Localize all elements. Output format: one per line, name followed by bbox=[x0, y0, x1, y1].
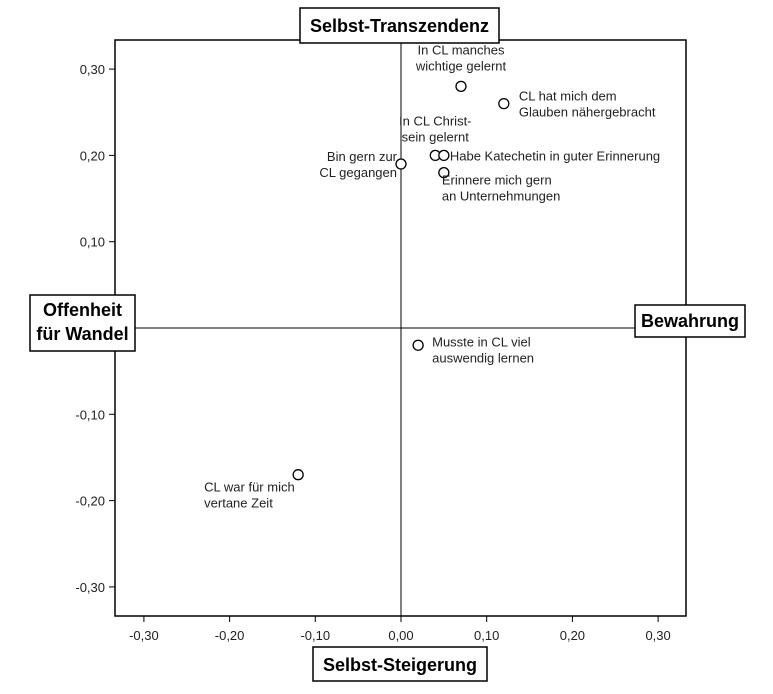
pole-left-box bbox=[29, 294, 136, 352]
axes-layer bbox=[115, 40, 686, 616]
point-label: sein gelernt bbox=[402, 129, 470, 144]
x-tick-label: -0,20 bbox=[215, 628, 245, 643]
point-label: CL hat mich dem bbox=[519, 89, 617, 104]
data-point bbox=[498, 97, 510, 110]
point-label: auswendig lernen bbox=[432, 350, 534, 365]
y-tick-label: -0,20 bbox=[75, 494, 105, 509]
point-label: In CL manches bbox=[418, 42, 505, 57]
point-label: In CL Christ- bbox=[399, 113, 471, 128]
x-tick-label: 0,00 bbox=[388, 628, 413, 643]
x-tick-label: 0,30 bbox=[645, 628, 670, 643]
points-layer bbox=[292, 80, 510, 481]
x-tick-label: 0,20 bbox=[560, 628, 585, 643]
pole-left-label: für Wandel bbox=[36, 324, 128, 344]
data-point bbox=[438, 149, 450, 162]
x-tick-label: -0,30 bbox=[129, 628, 159, 643]
point-label: CL gegangen bbox=[319, 165, 397, 180]
point-label: Glauben nähergebracht bbox=[519, 105, 656, 120]
point-label: an Unternehmungen bbox=[442, 189, 561, 204]
ticks-layer: -0,30 -0,20 -0,10 0,00 0,10 0,20 0,30 -0,30 -0,2… bbox=[75, 62, 670, 643]
pole-top-box bbox=[299, 7, 500, 44]
x-tick-label: 0,10 bbox=[474, 628, 499, 643]
y-tick-label: 0,10 bbox=[80, 235, 105, 250]
y-tick-label: 0,30 bbox=[80, 62, 105, 77]
data-point bbox=[455, 80, 467, 93]
pole-right-box bbox=[634, 304, 746, 338]
data-point bbox=[395, 158, 407, 170]
data-point bbox=[412, 339, 424, 351]
pole-bottom-label: Selbst-Steigerung bbox=[323, 655, 477, 675]
point-label: wichtige gelernt bbox=[415, 58, 507, 73]
point-label: Musste in CL viel bbox=[432, 334, 531, 349]
point-label: Bin gern zur bbox=[327, 149, 398, 164]
x-tick-label: -0,10 bbox=[300, 628, 330, 643]
point-label: Erinnere mich gern bbox=[442, 173, 552, 188]
data-point bbox=[292, 469, 304, 481]
y-tick-label: 0,20 bbox=[80, 148, 105, 163]
data-point bbox=[438, 167, 450, 179]
pole-top-label: Selbst-Transzendenz bbox=[310, 16, 489, 36]
pole-right-label: Bewahrung bbox=[641, 311, 739, 331]
point-label: CL war für mich bbox=[204, 480, 295, 495]
pole-left-label: Offenheit bbox=[43, 300, 122, 320]
point-label: Habe Katechetin in guter Erinnerung bbox=[450, 148, 660, 163]
y-tick-label: -0,10 bbox=[75, 407, 105, 422]
pole-bottom-box bbox=[312, 646, 488, 682]
y-tick-label: -0,30 bbox=[75, 580, 105, 595]
point-label: vertane Zeit bbox=[204, 496, 273, 511]
